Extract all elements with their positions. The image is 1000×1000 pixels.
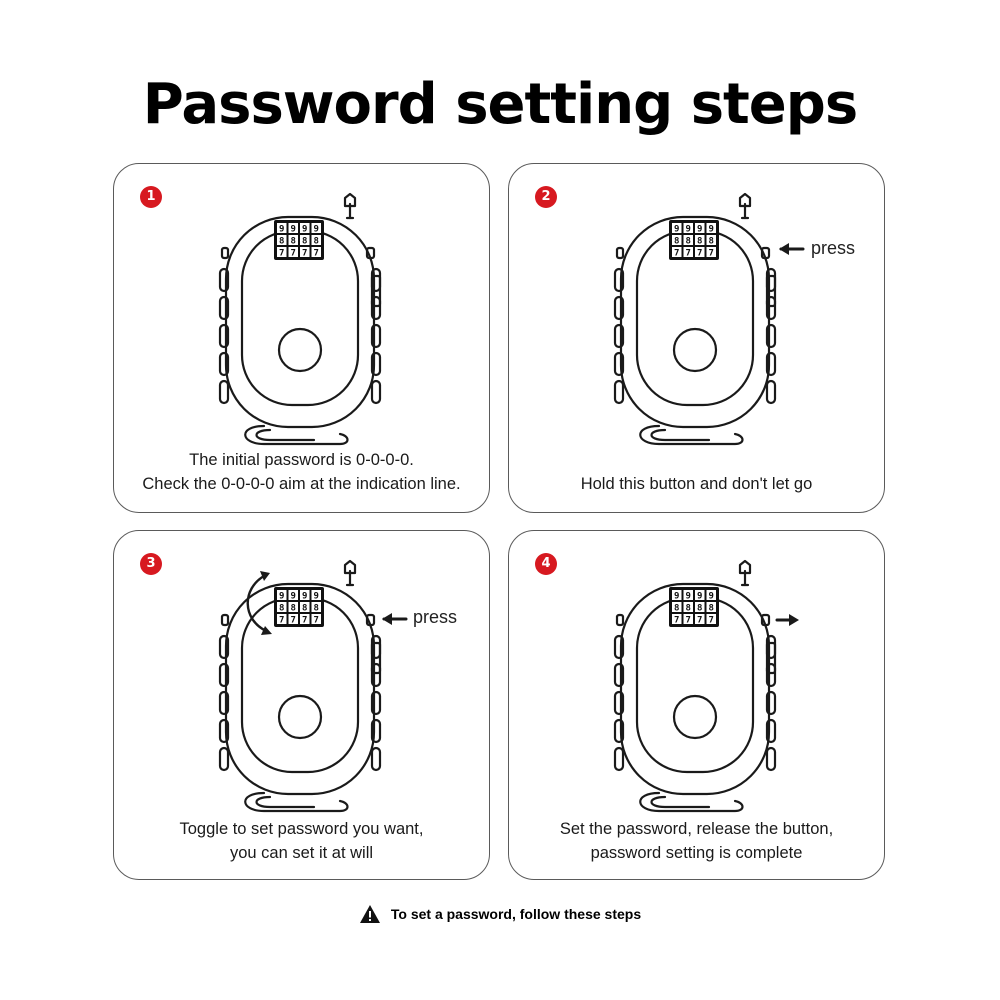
svg-text:8: 8: [279, 237, 284, 247]
svg-text:8: 8: [302, 237, 307, 247]
svg-text:9: 9: [291, 225, 296, 235]
svg-text:8: 8: [686, 237, 691, 247]
svg-text:7: 7: [302, 616, 307, 626]
svg-text:9: 9: [291, 592, 296, 602]
svg-text:8: 8: [709, 237, 714, 247]
step-caption: Set the password, release the button, pa…: [509, 817, 884, 865]
svg-text:8: 8: [314, 237, 319, 247]
step-number-badge: 3: [140, 553, 162, 575]
svg-text:9: 9: [697, 225, 702, 235]
svg-text:9: 9: [314, 225, 319, 235]
step-caption: Hold this button and don't let go: [509, 472, 884, 496]
page-title: Password setting steps: [142, 72, 858, 137]
caption-line: Hold this button and don't let go: [580, 475, 813, 493]
svg-text:9: 9: [709, 592, 714, 602]
svg-text:8: 8: [709, 604, 714, 614]
svg-text:7: 7: [686, 249, 691, 259]
caption-line: password setting is complete: [590, 844, 803, 862]
caption-line: Toggle to set password you want,: [179, 820, 424, 838]
svg-text:9: 9: [279, 225, 284, 235]
svg-text:7: 7: [709, 249, 714, 259]
step-caption: Toggle to set password you want, you can…: [114, 817, 489, 865]
svg-text:7: 7: [314, 249, 319, 259]
caption-line: you can set it at will: [229, 844, 374, 862]
svg-text:8: 8: [697, 237, 702, 247]
svg-text:7: 7: [291, 616, 296, 626]
svg-text:9: 9: [674, 592, 679, 602]
svg-text:8: 8: [314, 604, 319, 614]
press-label: press: [811, 238, 856, 258]
press-label: press: [413, 607, 458, 627]
svg-text:9: 9: [686, 592, 691, 602]
svg-text:7: 7: [709, 616, 714, 626]
svg-text:7: 7: [314, 616, 319, 626]
svg-text:8: 8: [674, 604, 679, 614]
caption-line: Set the password, release the button,: [559, 820, 834, 838]
svg-text:7: 7: [674, 616, 679, 626]
svg-text:9: 9: [697, 592, 702, 602]
caption-line: Check the 0-0-0-0 aim at the indication …: [142, 475, 461, 493]
svg-text:8: 8: [291, 237, 296, 247]
caption-line: The initial password is 0-0-0-0.: [189, 451, 414, 469]
svg-text:7: 7: [686, 616, 691, 626]
svg-text:7: 7: [279, 616, 284, 626]
svg-text:9: 9: [674, 225, 679, 235]
svg-text:8: 8: [697, 604, 702, 614]
step-number-badge: 4: [535, 553, 557, 575]
footer-text: To set a password, follow these steps: [390, 906, 642, 922]
svg-text:7: 7: [674, 249, 679, 259]
svg-text:9: 9: [302, 592, 307, 602]
svg-text:7: 7: [291, 249, 296, 259]
step-number-badge: 2: [535, 186, 557, 208]
svg-text:8: 8: [674, 237, 679, 247]
svg-text:9: 9: [279, 592, 284, 602]
svg-text:7: 7: [697, 616, 702, 626]
svg-text:7: 7: [279, 249, 284, 259]
svg-text:9: 9: [709, 225, 714, 235]
step-caption: The initial password is 0-0-0-0. Check t…: [114, 448, 489, 496]
svg-text:9: 9: [302, 225, 307, 235]
svg-text:7: 7: [697, 249, 702, 259]
svg-text:7: 7: [302, 249, 307, 259]
svg-text:8: 8: [302, 604, 307, 614]
warning-icon: [359, 905, 380, 923]
svg-text:8: 8: [686, 604, 691, 614]
svg-text:9: 9: [314, 592, 319, 602]
svg-text:8: 8: [279, 604, 284, 614]
footer-note: To set a password, follow these steps: [0, 904, 1000, 924]
svg-text:8: 8: [291, 604, 296, 614]
svg-text:9: 9: [686, 225, 691, 235]
step-number-badge: 1: [140, 186, 162, 208]
